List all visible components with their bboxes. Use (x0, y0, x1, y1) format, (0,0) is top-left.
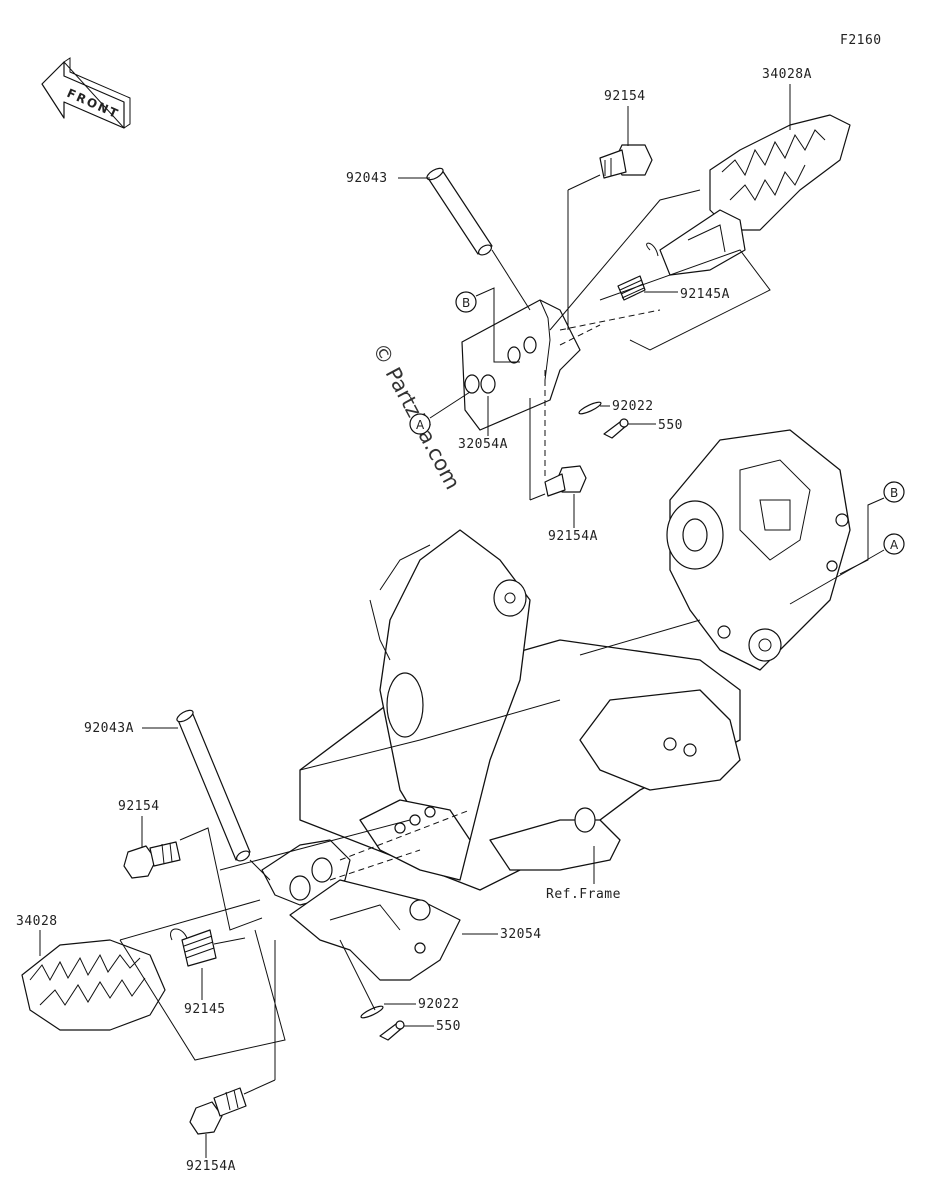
frame-assembly (299, 429, 851, 891)
label-32054: 32054 (500, 927, 542, 942)
figure-code: F2160 (840, 33, 882, 48)
bolt-92154a-bottom (189, 1087, 247, 1135)
bracket-32054a (461, 299, 581, 431)
pin-92043 (426, 167, 493, 256)
label-34028: 34028 (16, 914, 58, 929)
ref-frame-label: Ref.Frame (546, 887, 621, 902)
label-92022-bottom: 92022 (418, 997, 460, 1012)
svg-text:B: B (462, 296, 470, 310)
front-arrow-icon: FRONT (41, 57, 131, 129)
label-550-bottom: 550 (436, 1019, 461, 1034)
bolt-92154-top (599, 144, 653, 179)
svg-text:A: A (416, 418, 425, 432)
label-92145: 92145 (184, 1002, 226, 1017)
marker-b-left: B (455, 287, 520, 363)
cotter-pin-550-bottom (379, 1020, 405, 1041)
label-92043: 92043 (346, 171, 388, 186)
washer-92022-top (578, 401, 602, 415)
footpeg-34028a (659, 114, 851, 276)
label-92154a-top: 92154A (548, 529, 598, 544)
label-92154-top: 92154 (604, 89, 646, 104)
top-guide-lines (491, 174, 771, 501)
marker-a-left: A (409, 391, 471, 435)
bracket-32054 (261, 839, 461, 981)
spring-92145 (170, 928, 246, 967)
bolt-92154-bottom (123, 841, 181, 879)
label-92145a: 92145A (680, 287, 730, 302)
label-92154a-bottom: 92154A (186, 1159, 236, 1174)
footpeg-34028 (21, 939, 166, 1031)
label-550-top: 550 (658, 418, 683, 433)
label-34028a: 34028A (762, 67, 812, 82)
marker-a-right: A (789, 533, 905, 605)
svg-text:A: A (890, 538, 899, 552)
label-92043a: 92043A (84, 721, 134, 736)
label-92154-bottom: 92154 (118, 799, 160, 814)
bolt-92154a-top (544, 465, 587, 497)
svg-text:B: B (890, 486, 898, 500)
label-92022-top: 92022 (612, 399, 654, 414)
cotter-pin-550-top (603, 418, 629, 439)
pin-92043a (176, 709, 251, 862)
washer-92022-bottom (360, 1005, 384, 1019)
bottom-guide-lines (119, 809, 471, 1095)
label-32054a: 32054A (458, 437, 508, 452)
